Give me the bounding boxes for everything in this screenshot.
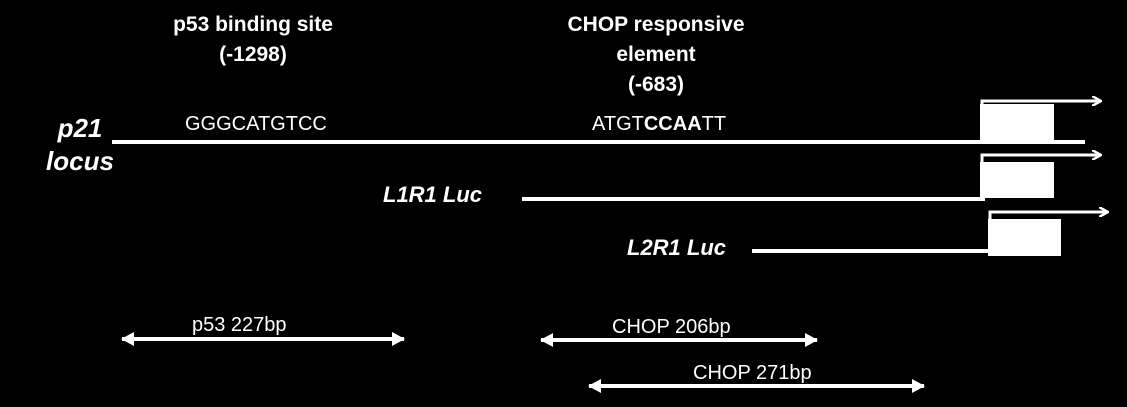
exon-box-l2r1	[988, 219, 1061, 256]
tss-arrow-locus	[980, 101, 1100, 106]
exon-box-l1r1	[980, 162, 1054, 198]
chop-site-title-line2: element	[616, 43, 696, 66]
construct-label-l1r1: L1R1 Luc	[383, 182, 483, 207]
chop-seq-post: TT	[701, 113, 727, 135]
chop-site-sequence: ATGTCCAATT	[592, 112, 726, 136]
chop-site-position: (-683)	[627, 73, 685, 96]
p21-locus-label-line1: p21	[57, 113, 103, 143]
exon-box-locus	[980, 104, 1054, 140]
amplicon-label-chop-206: CHOP 206bp	[612, 316, 731, 338]
p21-locus-label-line2: locus	[46, 146, 114, 176]
p53-site-sequence: GGGCATGTCC	[185, 113, 327, 135]
tss-arrow-l2r1	[988, 212, 1107, 221]
amplicon-label-p53-227: p53 227bp	[192, 314, 287, 336]
construct-label-l2r1: L2R1 Luc	[627, 235, 727, 260]
p53-site-position: (-1298)	[219, 43, 287, 66]
chop-site-title-line1: CHOP responsive	[567, 13, 745, 36]
amplicon-label-chop-271: CHOP 271bp	[693, 362, 812, 384]
chop-seq-core: CCAA	[643, 113, 702, 135]
tss-arrow-l1r1	[980, 155, 1100, 164]
chop-seq-pre: ATGT	[592, 113, 644, 135]
p53-site-title: p53 binding site	[173, 13, 333, 36]
